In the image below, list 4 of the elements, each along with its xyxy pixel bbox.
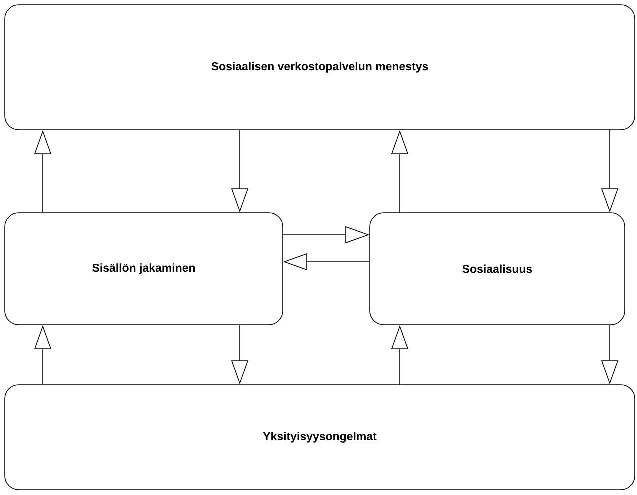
process-box: Sosiaalisen verkostopalvelun menestys <box>4 4 636 130</box>
process-box: Sosiaalisuus <box>370 212 626 326</box>
process-box: Yksityisyysongelmat <box>4 384 636 490</box>
process-box: Sisällön jakaminen <box>4 212 284 326</box>
